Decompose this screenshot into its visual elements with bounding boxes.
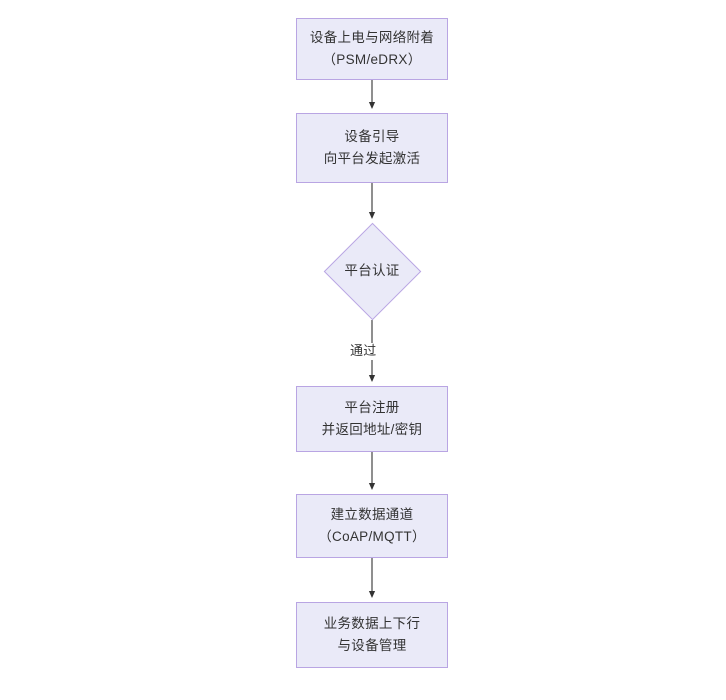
node-text-line: （CoAP/MQTT） — [318, 529, 426, 544]
node-text-line: （PSM/eDRX） — [322, 52, 422, 67]
node-text-line: 业务数据上下行 — [323, 615, 421, 631]
node-device-bootstrap[interactable]: 设备引导 向平台发起激活 — [296, 113, 448, 183]
node-text-line: 向平台发起激活 — [323, 151, 421, 166]
node-device-power-on[interactable]: 设备上电与网络附着 （PSM/eDRX） — [296, 18, 448, 80]
node-text-line: 平台认证 — [344, 262, 400, 278]
node-text-line: 建立数据通道 — [330, 506, 414, 522]
node-platform-authentication[interactable]: 平台认证 — [323, 222, 421, 320]
node-text-line: 设备引导 — [344, 128, 400, 144]
node-platform-registration[interactable]: 平台注册 并返回地址/密钥 — [296, 386, 448, 452]
node-text-line: 平台注册 — [344, 399, 400, 415]
node-text-line: 与设备管理 — [337, 638, 407, 653]
node-text-line: 并返回地址/密钥 — [321, 422, 423, 437]
node-text-line: 设备上电与网络附着 — [309, 29, 435, 45]
node-establish-data-channel[interactable]: 建立数据通道 （CoAP/MQTT） — [296, 494, 448, 558]
edge-label-pass: 通过 — [349, 343, 378, 360]
node-business-data-and-device-management[interactable]: 业务数据上下行 与设备管理 — [296, 602, 448, 668]
